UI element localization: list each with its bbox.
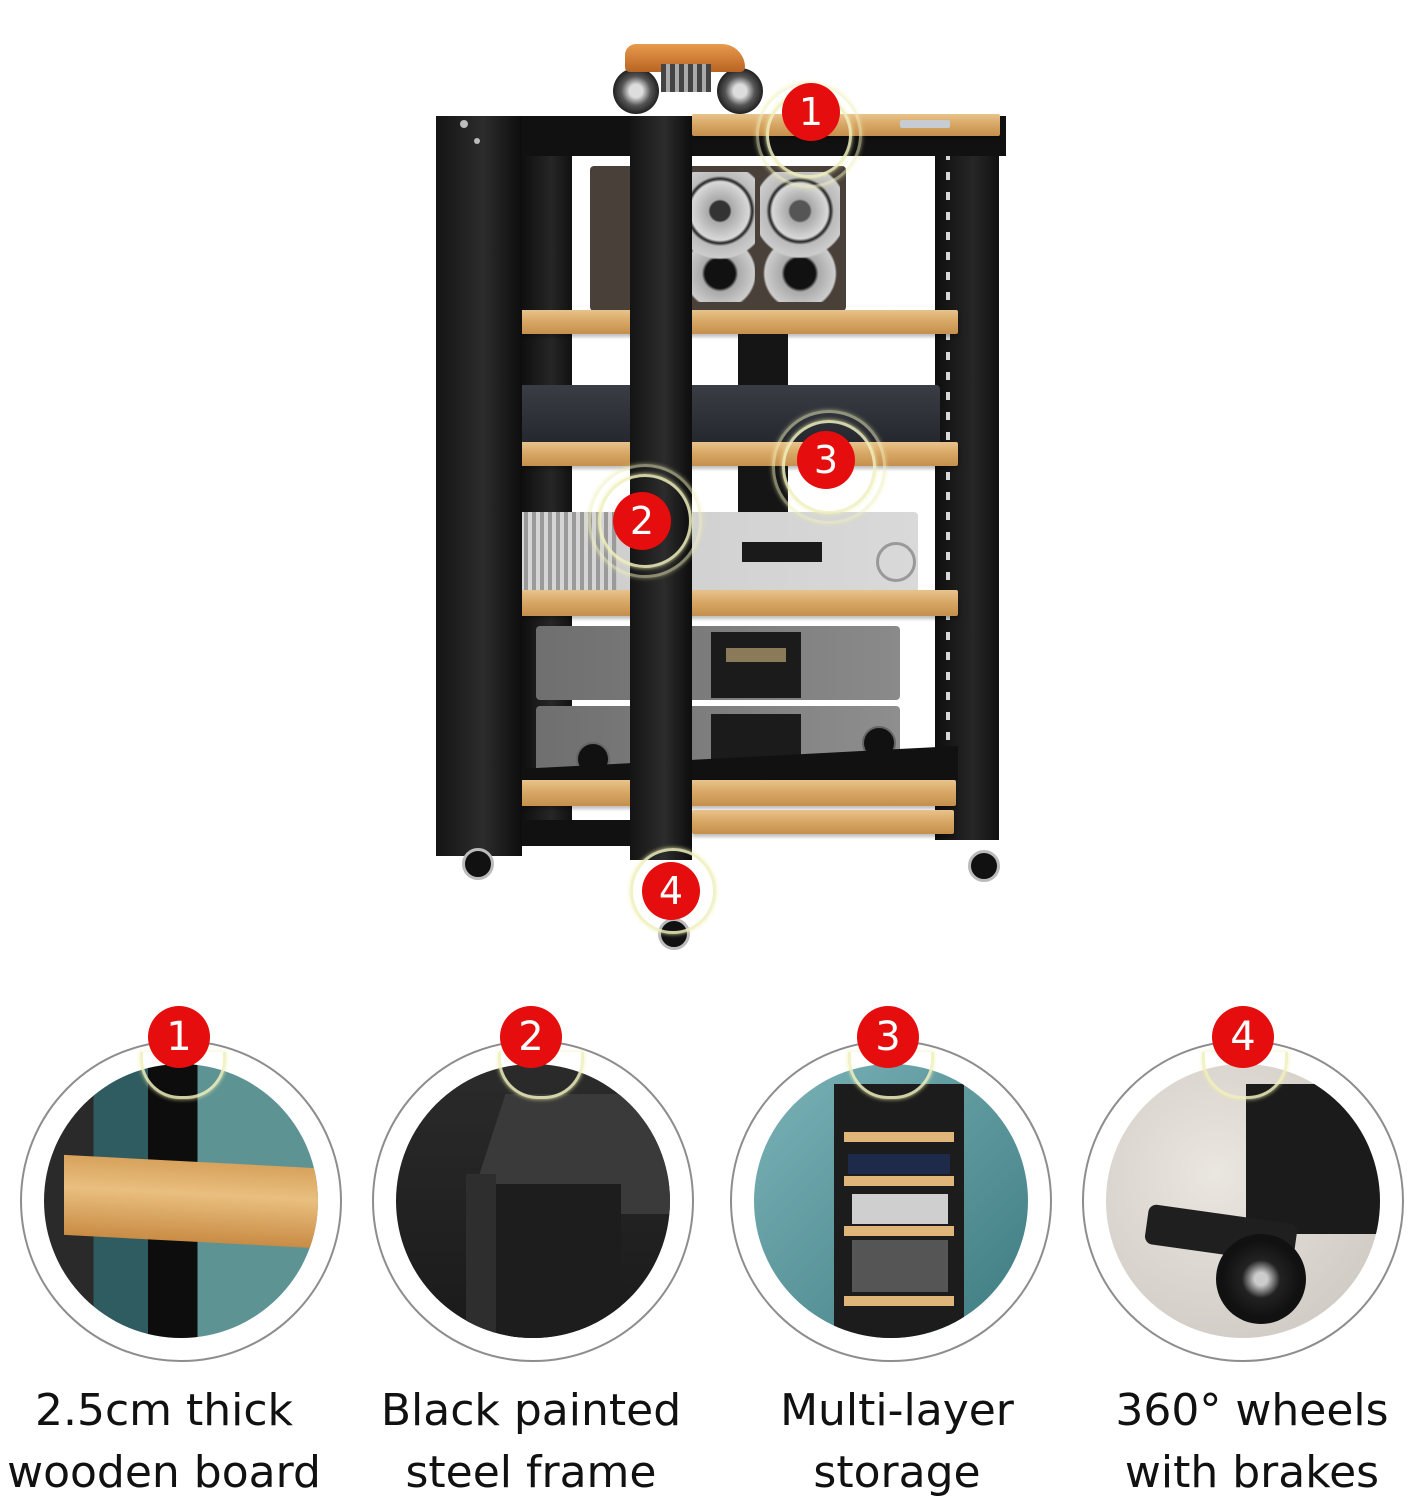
feature-badge-3: 3: [857, 1006, 919, 1068]
shelf-2: [496, 310, 958, 334]
locking-caster-closeup-image: [1106, 1064, 1380, 1338]
wooden-shelf-closeup-image: [44, 1064, 318, 1338]
shelf-4: [496, 590, 958, 616]
brand-label: [900, 120, 950, 128]
feature-1-circle: [20, 1040, 342, 1362]
rack-illustration: 1 2 3 4: [430, 20, 1010, 960]
rear-right-post: [935, 120, 999, 840]
shelf-3: [496, 442, 958, 466]
callout-badge-2: 2: [613, 492, 671, 550]
feature-badge-2: 2: [500, 1006, 562, 1068]
feature-caption-4: 360° wheels with brakes: [1115, 1385, 1389, 1498]
callout-badge-4: 4: [642, 862, 700, 920]
front-left-post: [436, 116, 522, 856]
amplifier-top: [536, 626, 900, 700]
motorcycle-model-icon: [605, 30, 775, 115]
feature-3-circle: [730, 1040, 1052, 1362]
steel-frame-closeup-image: [396, 1064, 670, 1338]
feature-caption-1: 2.5cm thick wooden board: [7, 1385, 321, 1498]
feature-caption-2: Black painted steel frame: [380, 1385, 682, 1498]
rack-storage-closeup-image: [754, 1064, 1028, 1338]
feature-badge-4: 4: [1212, 1006, 1274, 1068]
feature-4-circle: [1082, 1040, 1404, 1362]
feature-caption-3: Multi-layer storage: [780, 1385, 1014, 1498]
feature-2-circle: [372, 1040, 694, 1362]
bottom-shelf: [500, 780, 956, 806]
caster-wheel-icon: [968, 850, 1000, 882]
callout-badge-3: 3: [797, 431, 855, 489]
callout-badge-1: 1: [782, 83, 840, 141]
caster-wheel-icon: [462, 848, 494, 880]
feature-badge-1: 1: [148, 1006, 210, 1068]
